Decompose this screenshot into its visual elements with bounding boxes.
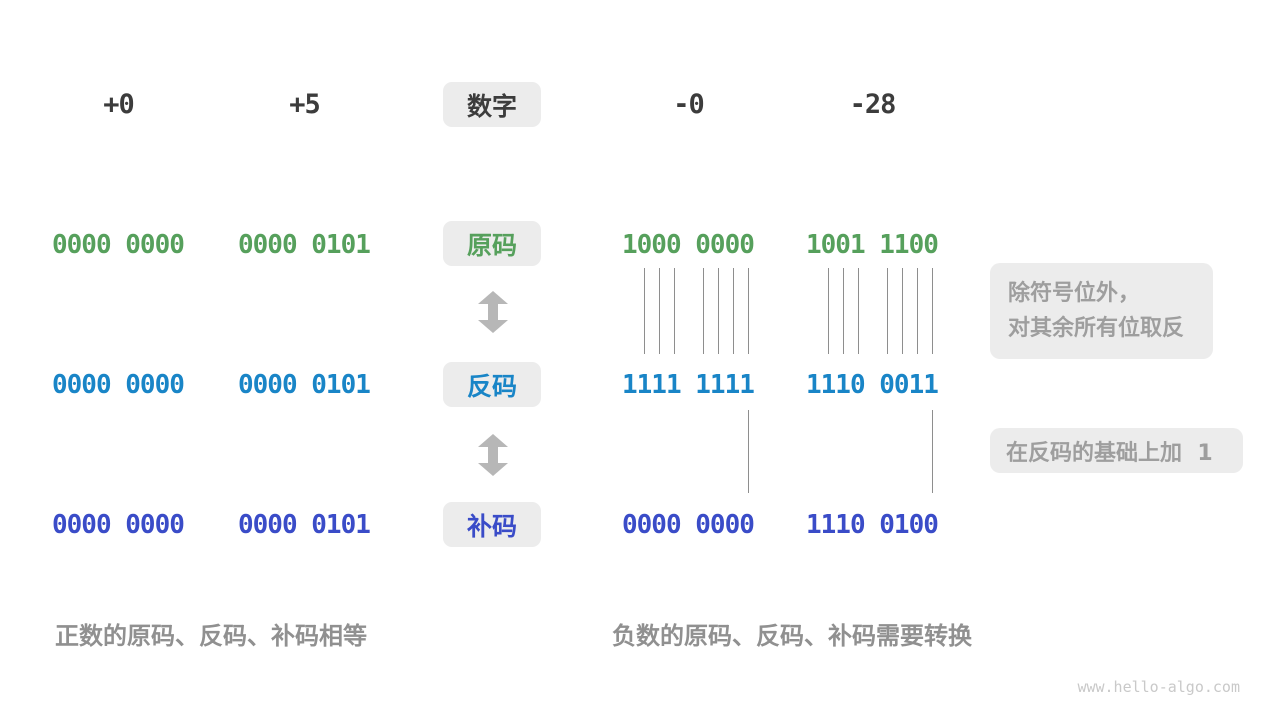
invert-note-box: 除符号位外， 对其余所有位取反 — [990, 263, 1213, 359]
up-down-arrow-icon — [478, 434, 508, 476]
sign-magnitude-label: 原码 — [466, 230, 517, 260]
carry-connector-line — [932, 410, 933, 493]
carry-connector-line — [748, 410, 749, 493]
bit-connector-line — [902, 268, 903, 354]
bit-connector-line — [644, 268, 645, 354]
binary-value: 0000 0000 — [52, 510, 185, 540]
bit-connector-line — [718, 268, 719, 354]
bit-connector-line — [733, 268, 734, 354]
bit-connector-line — [917, 268, 918, 354]
add-one-note-box: 在反码的基础上加 1 — [990, 428, 1243, 473]
binary-value: 0000 0000 — [52, 370, 185, 400]
bit-connector-line — [843, 268, 844, 354]
bit-connector-line — [674, 268, 675, 354]
digit-label: 数字 — [466, 91, 517, 121]
invert-note-line1: 除符号位外， — [1008, 281, 1141, 306]
binary-value: 1110 0011 — [806, 370, 939, 400]
binary-value: 0000 0101 — [238, 230, 371, 260]
bit-connector-line — [748, 268, 749, 354]
digit-label-box: 数字 — [443, 82, 541, 127]
number-header-plus-five: +5 — [289, 89, 321, 120]
sign-magnitude-label-box: 原码 — [443, 221, 541, 266]
binary-value: 0000 0101 — [238, 510, 371, 540]
bit-connector-line — [659, 268, 660, 354]
twos-complement-label: 补码 — [466, 511, 517, 541]
binary-value: 1000 0000 — [622, 230, 755, 260]
bit-connector-line — [858, 268, 859, 354]
add-one-note: 在反码的基础上加 1 — [1006, 440, 1213, 466]
binary-value: 0000 0101 — [238, 370, 371, 400]
ones-complement-label: 反码 — [466, 371, 517, 401]
ones-complement-label-box: 反码 — [443, 362, 541, 407]
bit-connector-line — [932, 268, 933, 354]
number-header-minus-zero: -0 — [673, 89, 705, 120]
binary-value: 1111 1111 — [622, 370, 755, 400]
positive-caption: 正数的原码、反码、补码相等 — [55, 622, 367, 650]
number-header-plus-zero: +0 — [103, 89, 135, 120]
up-down-arrow-icon — [478, 291, 508, 333]
binary-value: 1110 0100 — [806, 510, 939, 540]
bit-connector-line — [887, 268, 888, 354]
watermark: www.hello-algo.com — [1077, 678, 1240, 696]
bit-connector-line — [703, 268, 704, 354]
binary-value: 0000 0000 — [622, 510, 755, 540]
binary-value: 0000 0000 — [52, 230, 185, 260]
number-header-minus-28: -28 — [849, 89, 897, 120]
twos-complement-label-box: 补码 — [443, 502, 541, 547]
bit-connector-line — [828, 268, 829, 354]
invert-note-line2: 对其余所有位取反 — [1008, 316, 1185, 341]
negative-caption: 负数的原码、反码、补码需要转换 — [612, 622, 972, 650]
binary-value: 1001 1100 — [806, 230, 939, 260]
